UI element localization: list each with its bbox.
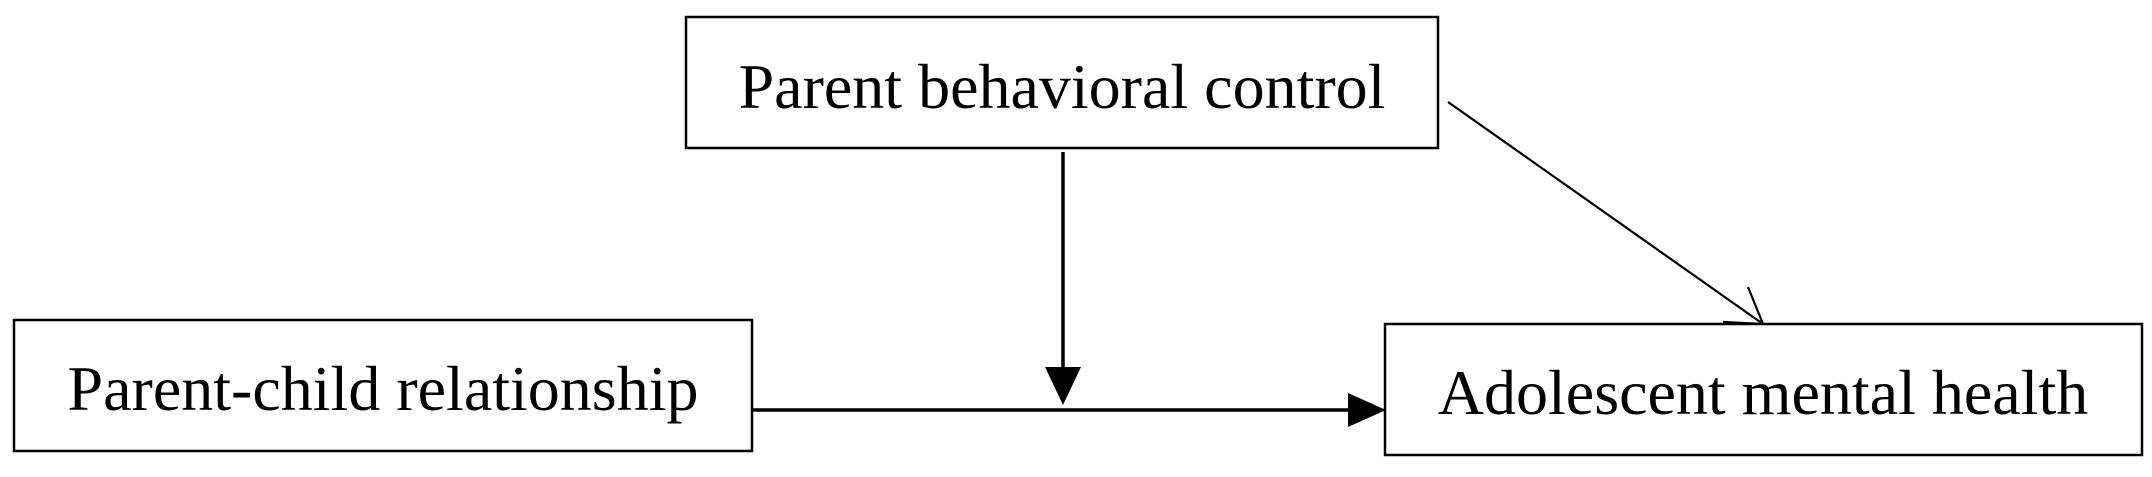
node-outcome: Adolescent mental health — [1383, 322, 2144, 457]
edge-moderator-to-outcome-arrowhead — [1722, 286, 1765, 326]
edge-moderator-to-outcome — [1447, 101, 1765, 326]
node-outcome-label: Adolescent mental health — [1438, 357, 2088, 428]
edge-moderator-to-path-arrowhead — [1045, 367, 1081, 405]
node-moderator: Parent behavioral control — [684, 15, 1440, 150]
edge-predictor-to-outcome — [752, 393, 1386, 427]
node-moderator-box — [684, 15, 1440, 150]
node-predictor-label: Parent-child relationship — [68, 353, 699, 424]
node-predictor-box — [12, 318, 754, 453]
edge-predictor-to-outcome-arrowhead — [1348, 393, 1386, 427]
edge-moderator-to-outcome-line — [1447, 101, 1764, 325]
node-moderator-label: Parent behavioral control — [739, 51, 1386, 122]
edge-moderator-to-path — [1045, 152, 1081, 405]
node-predictor: Parent-child relationship — [12, 318, 754, 453]
